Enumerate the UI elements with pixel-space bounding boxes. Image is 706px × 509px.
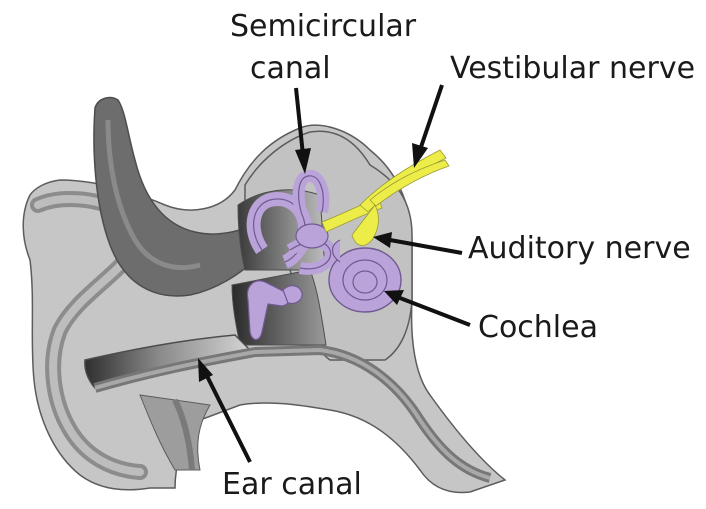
label-semicircular-canal-line1: Semicircular (230, 8, 416, 46)
label-auditory-nerve: Auditory nerve (468, 230, 691, 268)
arrow-vestibular (420, 85, 442, 150)
label-cochlea: Cochlea (478, 309, 598, 347)
label-vestibular-nerve: Vestibular nerve (450, 50, 695, 88)
label-ear-canal: Ear canal (222, 466, 362, 504)
label-semicircular-canal-line2: canal (250, 50, 331, 88)
